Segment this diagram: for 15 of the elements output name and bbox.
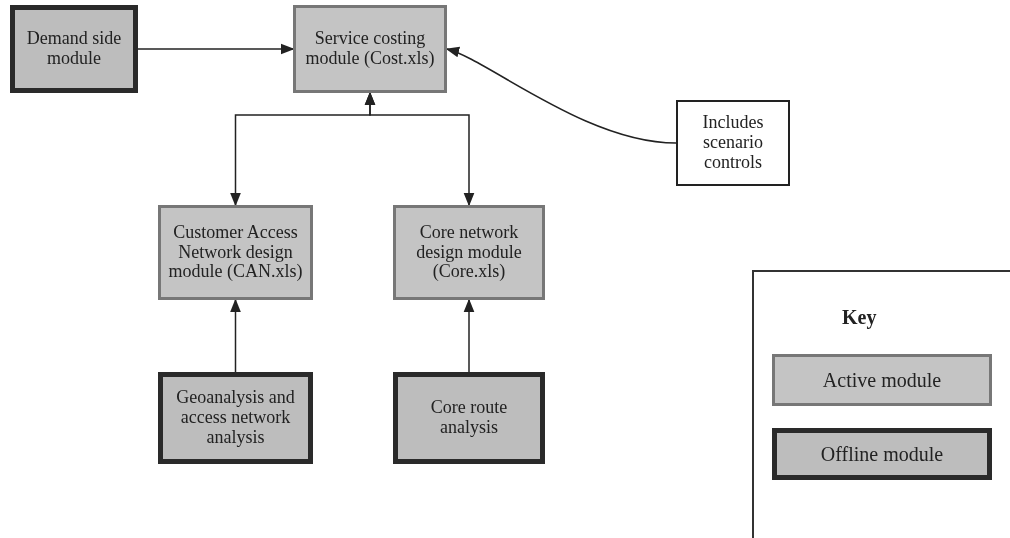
module-box: Customer Access Network design module (CAN.xls) (158, 205, 313, 300)
arrow (364, 91, 475, 207)
arrow (230, 298, 241, 373)
arrow (137, 43, 295, 55)
key-title: Key (842, 305, 877, 331)
arrow (445, 47, 677, 144)
arrow (463, 298, 475, 373)
module-box: Geoanalysis and access network analysis (158, 372, 313, 464)
note-box: Includes scenario controls (676, 100, 790, 186)
legend-sample: Offline module (772, 428, 992, 480)
module-box: Core network design module (Core.xls) (393, 205, 545, 300)
legend-sample: Active module (772, 354, 992, 406)
module-box: Core route analysis (393, 372, 545, 464)
module-box: Demand side module (10, 5, 138, 93)
module-box: Service costing module (Cost.xls) (293, 5, 447, 93)
